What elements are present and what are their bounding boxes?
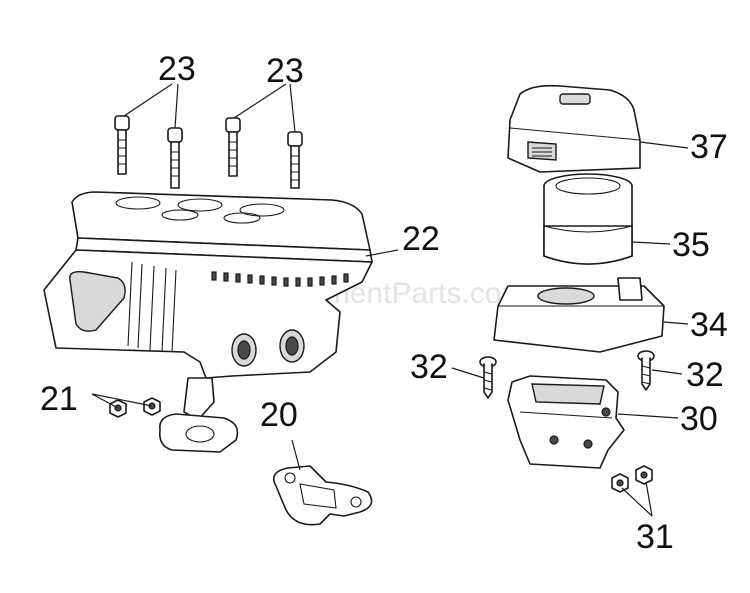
- bolt-23-1: [114, 115, 130, 175]
- gasket-20: [272, 465, 373, 526]
- nut-21-2: [143, 397, 161, 416]
- callout-20: 20: [260, 396, 298, 434]
- air-cleaner-cover-37: [507, 84, 641, 173]
- callout-21: 21: [40, 380, 78, 418]
- callout-23-left: 23: [158, 50, 196, 88]
- nut-31-2: [635, 465, 653, 485]
- callout-35: 35: [672, 226, 710, 264]
- screw-32-right: [637, 350, 655, 391]
- callout-37: 37: [690, 128, 728, 166]
- air-cleaner-base-34: [493, 277, 665, 353]
- filter-element-35: [543, 173, 633, 265]
- callout-32-left: 32: [410, 348, 448, 386]
- callout-31: 31: [636, 518, 674, 556]
- nut-31-1: [611, 473, 629, 493]
- bolt-23-2: [167, 127, 183, 189]
- muffler-slots: [211, 271, 349, 287]
- callout-23-right: 23: [266, 52, 304, 90]
- leader-lines: [91, 83, 689, 517]
- muffler-22: [43, 191, 373, 453]
- bolt-23-4: [287, 131, 303, 189]
- callout-34: 34: [690, 306, 728, 344]
- bolt-23-3: [225, 117, 241, 177]
- callout-30: 30: [680, 400, 718, 438]
- callout-32-right: 32: [686, 356, 724, 394]
- intake-elbow-30: [507, 375, 625, 469]
- screw-32-left: [479, 356, 497, 399]
- callout-22: 22: [402, 220, 440, 258]
- nut-21-1: [109, 399, 127, 418]
